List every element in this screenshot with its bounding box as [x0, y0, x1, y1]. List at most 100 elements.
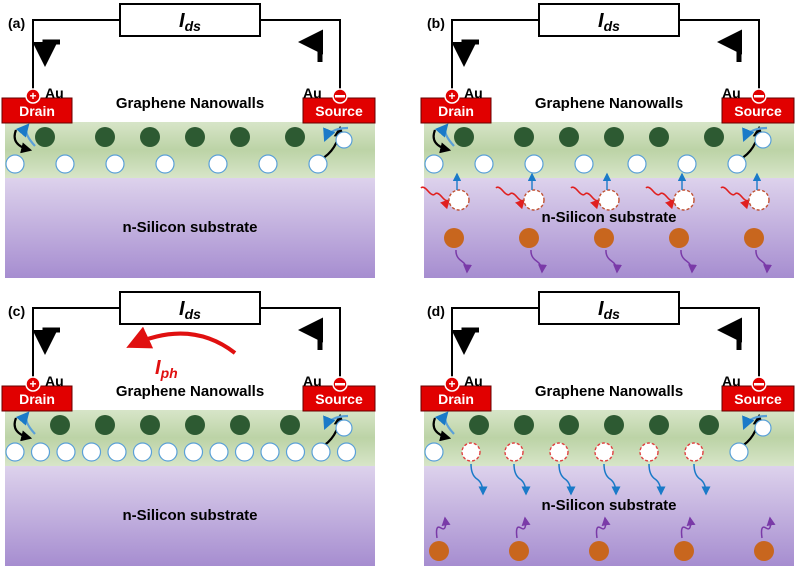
graphene-carrier — [50, 415, 70, 435]
hole-return-arrow — [603, 463, 621, 496]
electron-drift-arrow — [755, 249, 773, 274]
electron — [674, 541, 694, 561]
current-arrow-right — [717, 317, 742, 350]
iph-arrow — [126, 326, 237, 355]
hole-return-arrow — [470, 463, 488, 496]
electron — [444, 228, 464, 248]
ammeter-box — [538, 3, 680, 37]
circuit-wire-right — [679, 307, 760, 381]
ammeter-box — [119, 291, 261, 325]
minus-sign — [754, 383, 764, 386]
minus-sign — [335, 95, 345, 98]
hole-return-arrow — [558, 463, 576, 496]
electron-drift-arrow — [680, 249, 698, 274]
graphene-carrier — [649, 127, 669, 147]
hole — [155, 154, 175, 174]
decaying-hole — [461, 442, 481, 462]
electron — [509, 541, 529, 561]
au-label-right: Au — [722, 373, 741, 389]
current-arrow-right — [717, 29, 742, 62]
drain-label: Drain — [19, 391, 55, 407]
plus-terminal — [25, 376, 41, 392]
au-label-left: Au — [45, 373, 64, 389]
electron — [429, 541, 449, 561]
hole — [308, 154, 328, 174]
graphene-carrier — [140, 127, 160, 147]
plus-sign: + — [448, 377, 455, 391]
hole — [424, 442, 444, 462]
hole — [524, 154, 544, 174]
photon-wave — [645, 186, 676, 210]
generated-hole — [598, 189, 620, 211]
au-label-right: Au — [303, 373, 322, 389]
circuit-wire-right — [260, 307, 341, 381]
substrate-label: n-Silicon substrate — [122, 219, 257, 236]
graphene-carrier — [514, 415, 534, 435]
electron — [754, 541, 774, 561]
graphene-carrier — [285, 127, 305, 147]
current-arrow-right — [298, 317, 323, 350]
drain-arrow-blue — [15, 411, 36, 435]
drain-arrow-blue — [15, 123, 36, 147]
electron-drift-arrow — [605, 249, 623, 274]
photon-wave — [495, 186, 526, 210]
hole — [627, 154, 647, 174]
hole — [424, 154, 444, 174]
hole — [258, 154, 278, 174]
current-arrow-left — [32, 327, 60, 355]
au-label-right: Au — [722, 85, 741, 101]
ids-label: Ids — [598, 298, 620, 322]
current-arrow-left — [451, 39, 479, 67]
au-label-left: Au — [45, 85, 64, 101]
substrate-layer — [5, 178, 375, 278]
circuit-wire-left — [451, 307, 539, 381]
hole — [30, 442, 51, 462]
hole — [311, 442, 331, 462]
panel-label: (c) — [8, 303, 25, 319]
electron-drift-arrow — [455, 249, 473, 274]
decaying-hole — [504, 442, 524, 462]
plus-sign: + — [29, 377, 36, 391]
plus-sign: + — [29, 89, 36, 103]
source-label: Source — [315, 103, 363, 119]
circuit-wire-left — [32, 19, 120, 93]
plus-sign: + — [448, 89, 455, 103]
electron-drift-arrow — [530, 249, 548, 274]
plus-terminal — [444, 88, 460, 104]
electron-return-arrow — [680, 516, 696, 539]
hole — [5, 154, 25, 174]
current-arrow-left — [451, 327, 479, 355]
hole-at-source — [754, 419, 772, 437]
source-label: Source — [734, 103, 782, 119]
au-label-right: Au — [303, 85, 322, 101]
source-label: Source — [734, 391, 782, 407]
generated-hole — [748, 189, 770, 211]
source-label: Source — [315, 391, 363, 407]
source-arrow-blue — [323, 126, 349, 143]
iph-label: Iph — [155, 357, 178, 381]
electron — [669, 228, 689, 248]
hole — [336, 442, 357, 462]
graphene-carrier — [280, 415, 300, 435]
circuit-wire-right — [260, 19, 341, 93]
substrate-label: n-Silicon substrate — [541, 497, 676, 514]
hole — [209, 442, 229, 462]
drain-arrow-black — [432, 417, 452, 442]
graphene-carrier — [140, 415, 160, 435]
panel-label: (d) — [427, 303, 445, 319]
graphene-carrier — [559, 415, 579, 435]
photon-wave — [420, 186, 451, 210]
hole — [183, 442, 204, 462]
hole — [285, 442, 306, 462]
hole — [208, 154, 228, 174]
graphene-carrier — [514, 127, 534, 147]
hole — [727, 154, 747, 174]
decaying-hole — [549, 442, 569, 462]
ammeter-box — [538, 291, 680, 325]
generated-hole — [523, 189, 545, 211]
graphene-carrier — [699, 415, 719, 435]
